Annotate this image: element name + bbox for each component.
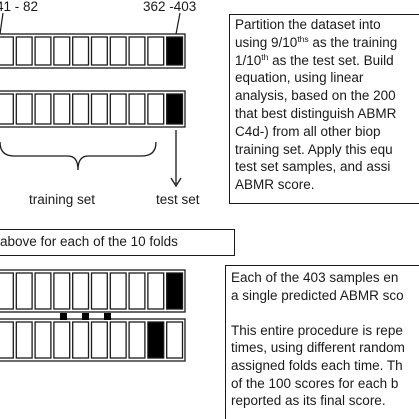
training-fold-cell bbox=[15, 36, 33, 66]
training-fold-cell bbox=[53, 272, 71, 310]
training-fold-cell bbox=[128, 36, 146, 66]
training-fold-cell bbox=[109, 36, 127, 66]
training-fold-cell bbox=[128, 321, 146, 359]
training-fold-cell bbox=[90, 272, 108, 310]
training-fold-cell bbox=[34, 321, 52, 359]
training-fold-cell bbox=[109, 93, 127, 125]
training-fold-cell bbox=[53, 36, 71, 66]
ellipsis-dot bbox=[82, 313, 89, 320]
range-label-right: 362 -403 bbox=[143, 0, 197, 14]
fold-strip-outline bbox=[0, 90, 186, 128]
partition-text-line: analysis, based on the 200 bbox=[235, 88, 396, 104]
test-fold-cell bbox=[147, 321, 165, 359]
procedure-text-line: reported as its final score. bbox=[231, 393, 386, 409]
repeat-folds-box: above for each of the 10 folds bbox=[0, 229, 235, 256]
partition-text-line: training set. Apply this equ bbox=[235, 141, 393, 157]
partition-text-line: using 9/10ths as the training bbox=[235, 33, 398, 50]
training-fold-cell bbox=[109, 321, 127, 359]
training-fold-cell bbox=[0, 93, 14, 125]
training-fold-cell bbox=[34, 272, 52, 310]
fold-strip-outline bbox=[0, 318, 186, 362]
training-fold-cell bbox=[90, 36, 108, 66]
partition-text-line: ABMR score. bbox=[235, 177, 315, 193]
training-fold-cell bbox=[0, 321, 14, 359]
procedure-description-box: Each of the 403 samples en a single predi… bbox=[225, 265, 419, 419]
partition-text-line: Partition the dataset into bbox=[235, 17, 381, 32]
training-fold-cell bbox=[166, 321, 184, 359]
training-fold-cell bbox=[128, 272, 146, 310]
partition-text-line: 1/10th as the test set. Build bbox=[235, 51, 394, 68]
training-fold-cell bbox=[53, 93, 71, 125]
training-fold-cell bbox=[15, 93, 33, 125]
training-fold-cell bbox=[72, 93, 90, 125]
training-fold-cell bbox=[72, 321, 90, 359]
ellipsis-dot bbox=[104, 313, 111, 320]
training-fold-cell bbox=[34, 93, 52, 125]
training-fold-cell bbox=[53, 321, 71, 359]
ellipsis-dot bbox=[60, 313, 67, 320]
procedure-text-line: times, using different random bbox=[231, 340, 405, 356]
training-fold-cell bbox=[90, 93, 108, 125]
range-label-left: 41 - 82 bbox=[0, 0, 39, 14]
training-set-label: training set bbox=[29, 192, 96, 207]
test-set-arrow-head bbox=[170, 177, 182, 188]
training-fold-cell bbox=[72, 36, 90, 66]
training-fold-cell bbox=[0, 272, 14, 310]
training-fold-cell bbox=[72, 272, 90, 310]
repeat-folds-text: above for each of the 10 folds bbox=[0, 234, 178, 249]
procedure-text-line: assigned folds each time. Th bbox=[231, 358, 403, 373]
fold-strip-outline bbox=[0, 33, 186, 69]
training-fold-cell bbox=[147, 272, 165, 310]
test-fold-cell bbox=[166, 272, 184, 310]
training-set-brace bbox=[0, 141, 157, 171]
partition-text-line: that best distinguish ABMR bbox=[235, 106, 397, 121]
fold-strip-outline bbox=[0, 269, 186, 313]
partition-text-line: C4d-) from all other biop bbox=[235, 123, 381, 139]
training-fold-cell bbox=[147, 93, 165, 125]
training-fold-cell bbox=[34, 36, 52, 66]
training-fold-cell bbox=[0, 36, 14, 66]
training-fold-cell bbox=[15, 272, 33, 310]
partition-text-line: equation, using linear bbox=[235, 70, 364, 86]
test-fold-cell bbox=[166, 93, 184, 125]
range-pointer-left bbox=[0, 12, 4, 35]
training-fold-cell bbox=[90, 321, 108, 359]
procedure-text-line: This entire procedure is repe bbox=[231, 322, 403, 338]
partition-text-line: test set samples, and assi bbox=[235, 159, 391, 175]
procedure-text-line: of the 100 scores for each b bbox=[231, 375, 399, 391]
procedure-text-line: Each of the 403 samples en bbox=[231, 270, 399, 285]
training-fold-cell bbox=[128, 93, 146, 125]
procedure-text-line: a single predicted ABMR sco bbox=[231, 287, 404, 303]
training-fold-cell bbox=[109, 272, 127, 310]
training-fold-cell bbox=[15, 321, 33, 359]
range-pointer-right bbox=[175, 12, 181, 35]
test-fold-cell bbox=[166, 36, 184, 66]
test-set-label: test set bbox=[156, 192, 200, 207]
training-fold-cell bbox=[147, 36, 165, 66]
